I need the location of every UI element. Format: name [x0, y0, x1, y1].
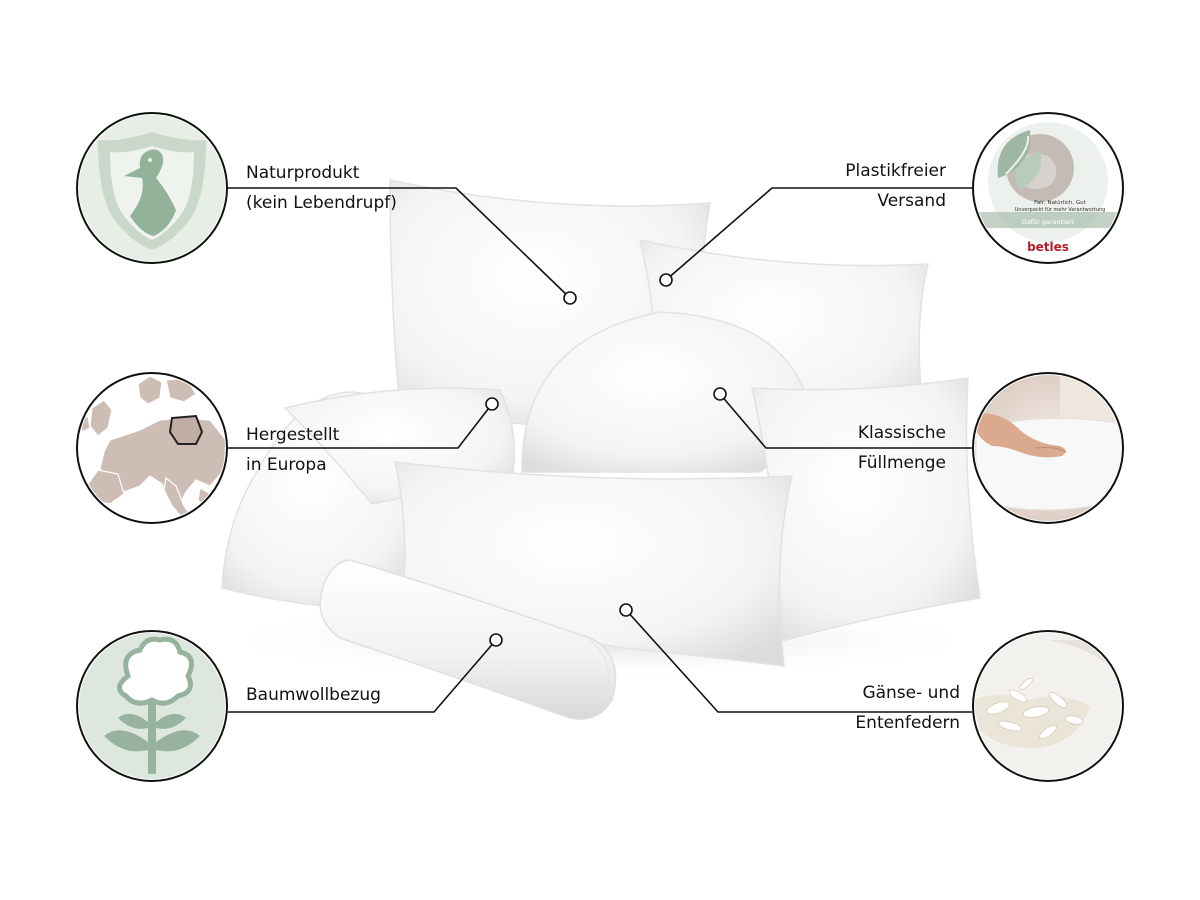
- label-federn-line-2: Entenfedern: [855, 713, 960, 733]
- cotton-flower-icon: [76, 630, 228, 782]
- line-europa: [228, 403, 493, 449]
- dot-federn: [619, 603, 633, 617]
- badge-brand: betles: [1027, 240, 1069, 254]
- dot-europa: [485, 397, 499, 411]
- dot-versand: [659, 273, 673, 287]
- label-baumwolle: Baumwollbezug: [246, 680, 381, 710]
- label-fuellmenge: Klassische Füllmenge: [858, 418, 946, 478]
- label-versand-line-1: Plastikfreier: [845, 161, 946, 181]
- hand-pillow-photo: [972, 372, 1124, 524]
- label-europa-line-1: Hergestellt: [246, 425, 340, 445]
- label-federn-line-1: Gänse- und: [862, 683, 960, 703]
- label-versand-line-2: Versand: [877, 191, 946, 211]
- plastic-free-badge-icon: Fair, Natürlich, Gut Unverpackt für mehr…: [972, 112, 1124, 264]
- bolster-roll: [319, 559, 617, 720]
- label-europa: Hergestellt in Europa: [246, 420, 339, 480]
- duck-shield-icon: [76, 112, 228, 264]
- label-baumwolle-line-1: Baumwollbezug: [246, 685, 381, 705]
- dot-fuellmenge: [713, 387, 727, 401]
- line-federn: [625, 609, 972, 713]
- label-federn: Gänse- und Entenfedern: [855, 678, 960, 738]
- label-versand: Plastikfreier Versand: [845, 156, 946, 216]
- line-naturprodukt: [228, 187, 571, 299]
- europe-map-icon: [76, 372, 228, 524]
- label-fuellmenge-line-1: Klassische: [857, 423, 946, 443]
- badge-banner: Dafür garantiert: [1022, 218, 1075, 226]
- callout-lines: [228, 187, 972, 713]
- feathers-photo: [972, 630, 1124, 782]
- line-fuellmenge: [719, 393, 972, 449]
- dot-baumwolle: [489, 633, 503, 647]
- label-fuellmenge-line-2: Füllmenge: [857, 453, 946, 473]
- label-naturprodukt-line-2: (kein Lebendrupf): [246, 193, 397, 213]
- callout-dots: [485, 273, 727, 647]
- label-europa-line-2: in Europa: [246, 455, 327, 475]
- dot-naturprodukt: [563, 291, 577, 305]
- badge-tagline: Fair, Natürlich, Gut: [1034, 200, 1087, 206]
- label-naturprodukt: Naturprodukt (kein Lebendrupf): [246, 158, 397, 218]
- line-versand: [665, 187, 972, 281]
- badge-subline: Unverpackt für mehr Verantwortung: [1015, 207, 1106, 213]
- line-baumwolle: [228, 639, 497, 713]
- label-naturprodukt-line-1: Naturprodukt: [246, 163, 360, 183]
